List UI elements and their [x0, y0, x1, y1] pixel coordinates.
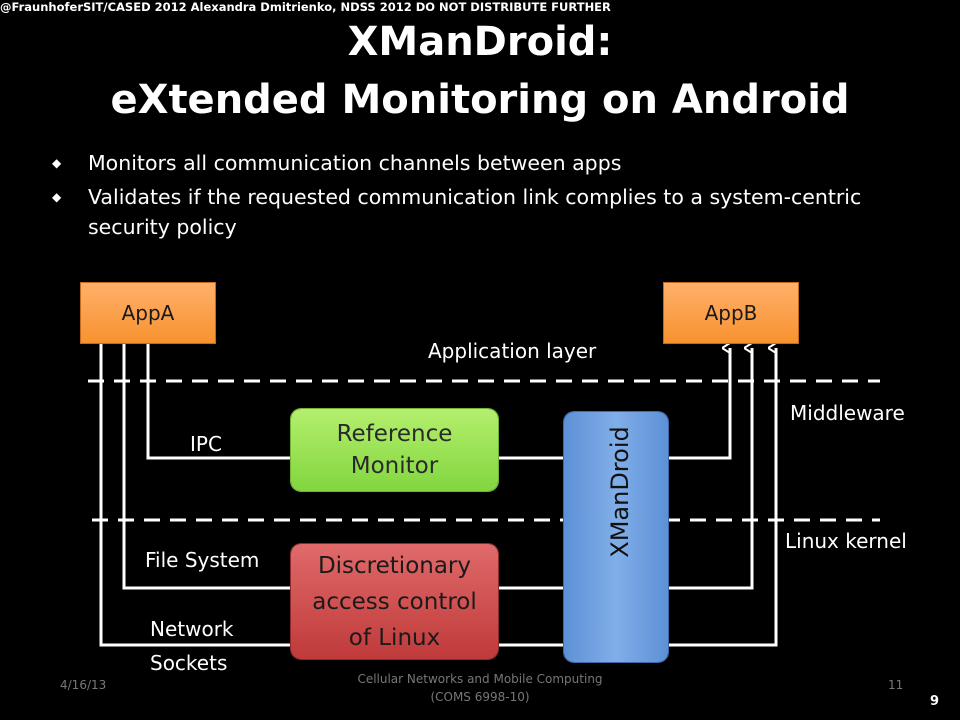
reference-monitor-label-line-1: Reference [336, 421, 453, 447]
bullet-item: ◆ Validates if the requested communicati… [52, 182, 932, 242]
file-system-label: File System [145, 548, 260, 572]
middleware-label: Middleware [790, 401, 905, 425]
slide-title-line-2: eXtended Monitoring on Android [110, 77, 850, 123]
footer-date: 4/16/13 [60, 678, 107, 692]
network-sockets-label-line-1: Network [150, 617, 234, 641]
xmandroid-label: XManDroid [606, 426, 634, 558]
discretionary-access-control-box: Discretionary access control of Linux [291, 544, 498, 659]
bullet-diamond-icon: ◆ [52, 156, 62, 170]
bullet-list: ◆ Monitors all communication channels be… [52, 148, 932, 246]
bullet-diamond-icon: ◆ [52, 190, 62, 204]
app-a-box: AppA [80, 282, 216, 344]
ipc-label: IPC [190, 432, 222, 456]
network-sockets-label: Network Sockets [150, 612, 234, 680]
footer-course: Cellular Networks and Mobile Computing (… [0, 670, 960, 706]
reference-monitor-label-line-2: Monitor [350, 453, 439, 479]
xmandroid-box [564, 412, 668, 662]
linux-kernel-label: Linux kernel [785, 529, 907, 553]
dac-label-line-1: Discretionary [317, 552, 472, 579]
filesystem-wire-out [668, 348, 754, 590]
network-wire-in [99, 344, 291, 647]
filesystem-wire-in [122, 344, 291, 590]
slide-number: 9 [930, 694, 940, 709]
network-sockets-label-line-2: Sockets [150, 651, 228, 675]
reference-monitor-box: Reference Monitor [291, 409, 498, 491]
bullet-item: ◆ Monitors all communication channels be… [52, 148, 932, 178]
slide-title-line-1: XManDroid: [347, 19, 613, 65]
ipc-wire-out [668, 348, 732, 460]
footer-course-line-1: Cellular Networks and Mobile Computing [357, 672, 603, 686]
bullet-text: Validates if the requested communication… [88, 185, 862, 239]
footer-page-number: 11 [888, 678, 904, 692]
network-wire-out [668, 348, 778, 647]
footer-credit: @FraunhoferSIT/CASED 2012 Alexandra Dmit… [0, 0, 611, 14]
dac-label-line-2: access control [312, 588, 477, 615]
app-b-box: AppB [663, 282, 799, 344]
dac-label-line-3: of Linux [348, 624, 441, 651]
bullet-text: Monitors all communication channels betw… [88, 151, 622, 175]
application-layer-label: Application layer [428, 339, 597, 363]
ipc-wire-in [146, 344, 291, 460]
footer-course-line-2: (COMS 6998-10) [430, 690, 530, 704]
